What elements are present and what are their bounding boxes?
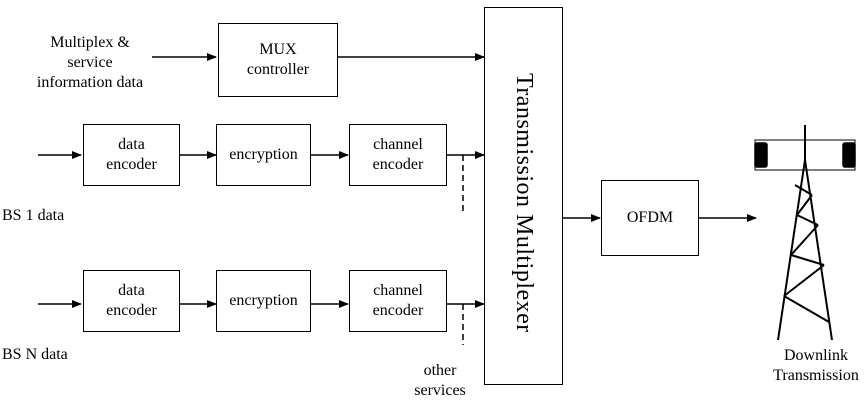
bsn-label: BS N data <box>2 346 68 363</box>
channel-encoder-1-box: channel encoder <box>349 124 447 186</box>
channel-encoder-n-box: channel encoder <box>349 270 447 332</box>
transmission-multiplexer-box <box>484 7 563 385</box>
downlink-label: Downlink Transmission <box>773 347 859 384</box>
transmission-tower-icon <box>754 125 856 341</box>
ofdm-box: OFDM <box>601 180 699 256</box>
data-encoder-n-box: data encoder <box>83 270 180 332</box>
data-encoder-1-box: data encoder <box>83 124 180 186</box>
transmission-multiplexer-label: Transmission Multiplexer <box>511 73 537 333</box>
mux-input-label: Multiplex & service information data <box>36 34 144 91</box>
mux-controller-box: MUX controller <box>218 23 338 97</box>
bs1-label: BS 1 data <box>2 207 65 224</box>
encryption-1-box: encryption <box>216 124 311 186</box>
encryption-n-box: encryption <box>216 270 311 332</box>
other-services-label: other services <box>414 362 466 399</box>
